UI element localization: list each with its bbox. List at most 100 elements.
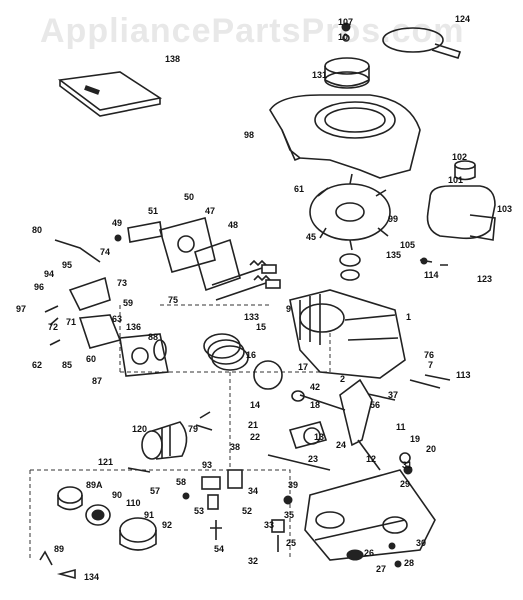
callout-32: 32 <box>248 556 258 566</box>
owners-manual <box>57 71 163 117</box>
callout-89: 89 <box>54 544 64 554</box>
callout-19: 19 <box>410 434 420 444</box>
muffler <box>141 411 213 460</box>
air-cleaner <box>39 486 157 566</box>
callout-62: 62 <box>32 360 42 370</box>
callout-135: 135 <box>386 250 401 260</box>
callout-71: 71 <box>66 317 76 327</box>
callout-39: 39 <box>288 480 298 490</box>
valve-train <box>211 259 281 301</box>
callout-56: 56 <box>370 400 380 410</box>
callout-94: 94 <box>44 269 54 279</box>
callout-57: 57 <box>150 486 160 496</box>
callout-14: 14 <box>250 400 260 410</box>
callout-90: 90 <box>112 490 122 500</box>
callout-48: 48 <box>228 220 238 230</box>
callout-30: 30 <box>416 538 426 548</box>
callout-120: 120 <box>132 424 147 434</box>
callout-26: 26 <box>364 548 374 558</box>
callout-33: 33 <box>264 520 274 530</box>
callout-61: 61 <box>294 184 304 194</box>
crankcase-base <box>304 452 436 568</box>
callout-58: 58 <box>176 477 186 487</box>
callout-18: 18 <box>310 400 320 410</box>
callout-35: 35 <box>284 510 294 520</box>
callout-54: 54 <box>214 544 224 554</box>
callout-76: 76 <box>424 350 434 360</box>
callout-38: 38 <box>230 442 240 452</box>
callout-114: 114 <box>424 270 439 280</box>
callout-47: 47 <box>205 206 215 216</box>
callout-1: 1 <box>406 312 411 322</box>
callout-121: 121 <box>98 457 113 467</box>
callout-49: 49 <box>112 218 122 228</box>
fuel-tank <box>426 160 496 241</box>
callout-59: 59 <box>123 298 133 308</box>
callout-50: 50 <box>184 192 194 202</box>
callout-75: 75 <box>168 295 178 305</box>
callout-34: 34 <box>248 486 258 496</box>
piston-rings <box>203 333 249 371</box>
callout-131: 131 <box>312 70 327 80</box>
callout-2: 2 <box>340 374 345 384</box>
starter-cup-assembly <box>324 22 462 89</box>
callout-103: 103 <box>497 204 512 214</box>
governor-parts <box>127 467 243 540</box>
callout-73: 73 <box>117 278 127 288</box>
callout-85: 85 <box>62 360 72 370</box>
crankshaft-and-rod <box>253 360 381 471</box>
callout-88: 88 <box>148 332 158 342</box>
callout-52: 52 <box>242 506 252 516</box>
callout-87: 87 <box>92 376 102 386</box>
intake-gaskets <box>114 217 241 292</box>
carburetor-assembly <box>44 239 169 377</box>
callout-63: 63 <box>112 314 122 324</box>
callout-23: 23 <box>308 454 318 464</box>
callout-91: 91 <box>144 510 154 520</box>
callout-101: 101 <box>448 175 463 185</box>
callout-102: 102 <box>452 152 467 162</box>
callout-11: 11 <box>396 422 406 432</box>
callout-89a: 89A <box>86 480 103 490</box>
callout-92: 92 <box>162 520 172 530</box>
callout-60: 60 <box>86 354 96 364</box>
assembly-guide-lines <box>29 304 331 560</box>
flywheel <box>309 173 391 281</box>
callout-107: 107 <box>338 17 353 27</box>
callout-79: 79 <box>188 424 198 434</box>
callout-138: 138 <box>165 54 180 64</box>
callout-16: 16 <box>246 350 256 360</box>
callout-13: 13 <box>314 432 324 442</box>
callout-51: 51 <box>148 206 158 216</box>
callout-22: 22 <box>250 432 260 442</box>
blower-housing <box>269 94 421 179</box>
callout-27: 27 <box>376 564 386 574</box>
callout-12: 12 <box>366 454 376 464</box>
callout-21: 21 <box>248 420 258 430</box>
callout-133: 133 <box>244 312 259 322</box>
callout-10: 10 <box>338 32 348 42</box>
callout-105: 105 <box>400 240 415 250</box>
misc-hardware <box>56 257 451 580</box>
callout-134: 134 <box>84 572 99 582</box>
callout-80: 80 <box>32 225 42 235</box>
callout-136: 136 <box>126 322 141 332</box>
callout-29: 29 <box>400 479 410 489</box>
callout-113: 113 <box>456 370 471 380</box>
callout-31: 31 <box>402 460 412 470</box>
callout-99: 99 <box>388 214 398 224</box>
callout-74: 74 <box>100 247 110 257</box>
callout-15: 15 <box>256 322 266 332</box>
callout-28: 28 <box>404 558 414 568</box>
callout-7: 7 <box>428 360 433 370</box>
callout-45: 45 <box>306 232 316 242</box>
callout-9: 9 <box>286 304 291 314</box>
callout-25: 25 <box>286 538 296 548</box>
callout-53: 53 <box>194 506 204 516</box>
callout-95: 95 <box>62 260 72 270</box>
callout-37: 37 <box>388 390 398 400</box>
callout-24: 24 <box>336 440 346 450</box>
callout-42: 42 <box>310 382 320 392</box>
